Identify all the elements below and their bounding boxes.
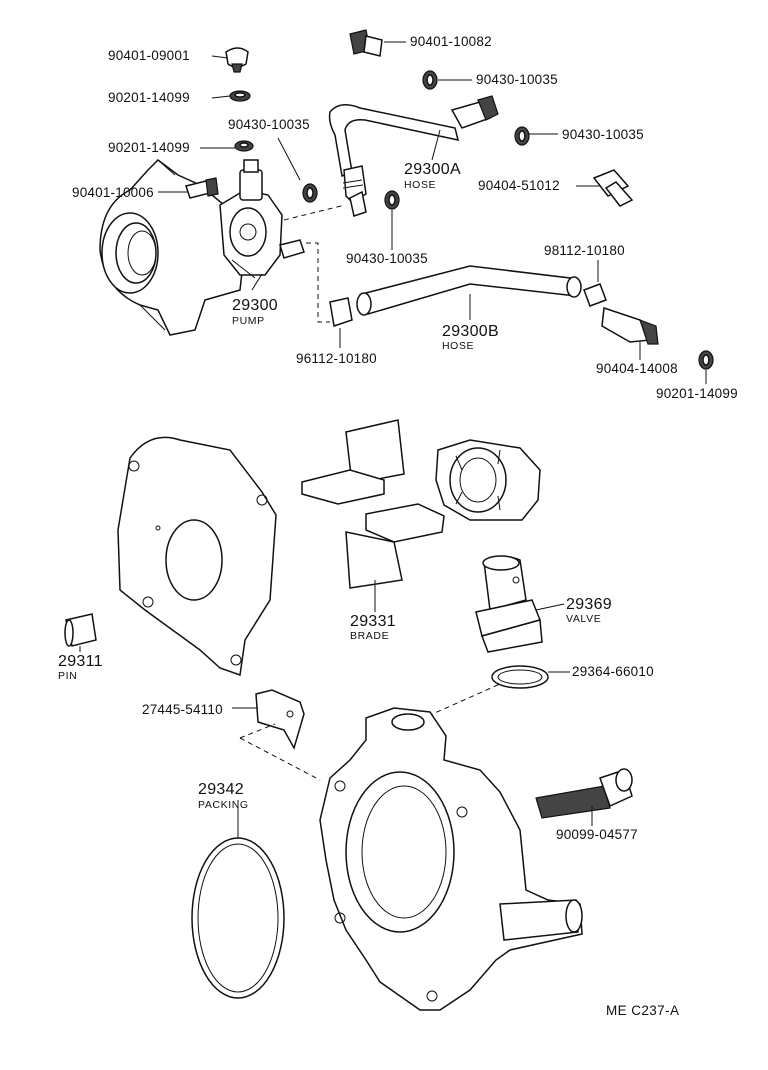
pump-name: PUMP bbox=[232, 315, 265, 327]
housing-drawing bbox=[319, 707, 583, 1011]
pump-fittings-drawing bbox=[185, 47, 318, 203]
blades-drawing bbox=[301, 419, 445, 589]
part-number-90430-10035-d: 90430-10035 bbox=[346, 251, 428, 266]
packing-number: 29342 bbox=[198, 781, 244, 798]
part-number-90404-51012: 90404-51012 bbox=[478, 178, 560, 193]
part-number-90201-14099-b: 90201-14099 bbox=[108, 140, 190, 155]
pump-drawing bbox=[219, 159, 305, 279]
pin-number: 29311 bbox=[58, 653, 103, 670]
pump-number: 29300 bbox=[232, 297, 278, 314]
top-right-fittings-drawing bbox=[349, 29, 634, 217]
hose-b-name: HOSE bbox=[442, 340, 475, 352]
part-number-90430-10035-c: 90430-10035 bbox=[562, 127, 644, 142]
part-number-90401-09001: 90401-09001 bbox=[108, 48, 190, 63]
part-number-96112-10180: 96112-10180 bbox=[296, 351, 377, 366]
part-number-98112-10180: 98112-10180 bbox=[544, 243, 625, 258]
part-number-90401-10082: 90401-10082 bbox=[410, 34, 492, 49]
valve-number: 29369 bbox=[566, 596, 612, 613]
blade-name: BRADE bbox=[350, 630, 390, 642]
pin-name: PIN bbox=[58, 670, 78, 682]
part-number-90404-14008: 90404-14008 bbox=[596, 361, 678, 376]
cover-plate-drawing bbox=[117, 436, 277, 677]
hose-a-number: 29300A bbox=[404, 161, 461, 178]
hose-b-number: 29300B bbox=[442, 323, 499, 340]
alternator-body-drawing bbox=[99, 159, 246, 336]
packing-name: PACKING bbox=[198, 799, 249, 811]
part-number-90430-10035-b: 90430-10035 bbox=[476, 72, 558, 87]
bolt-drawing bbox=[535, 768, 633, 819]
part-number-29364-66010: 29364-66010 bbox=[572, 664, 654, 679]
part-number-90099-04577: 90099-04577 bbox=[556, 827, 638, 842]
part-number-90201-14099-c: 90201-14099 bbox=[656, 386, 738, 401]
diagram-code: ME C237-A bbox=[606, 1003, 680, 1018]
part-number-27445-54110: 27445-54110 bbox=[142, 702, 223, 717]
part-number-90201-14099-a: 90201-14099 bbox=[108, 90, 190, 105]
rotor-drawing bbox=[435, 439, 541, 521]
packing-drawing bbox=[191, 837, 285, 999]
blade-number: 29331 bbox=[350, 613, 396, 630]
hose-b-drawing bbox=[329, 265, 714, 370]
hose-a-name: HOSE bbox=[404, 179, 437, 191]
clip-drawing bbox=[255, 689, 305, 750]
valve-name: VALVE bbox=[566, 613, 602, 625]
part-number-90430-10035-a: 90430-10035 bbox=[228, 117, 310, 132]
pin-drawing bbox=[64, 613, 97, 647]
part-number-90401-10006: 90401-10006 bbox=[72, 185, 154, 200]
valve-drawing bbox=[475, 555, 549, 689]
